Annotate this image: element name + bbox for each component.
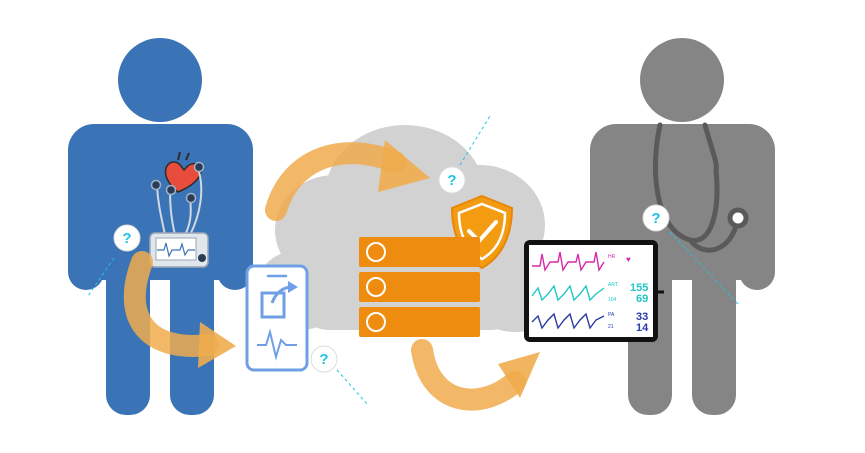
question-badge-patient[interactable]: ?	[113, 224, 141, 252]
hr-waveform	[532, 251, 605, 272]
vital-signs-monitor: HR ♥ ART 155 104 69 PA 33 21 14	[524, 240, 664, 342]
pa-value-top: 33	[636, 311, 648, 323]
arrow-patient-to-phone	[123, 251, 236, 368]
art-sub: 104	[608, 297, 617, 303]
dashed-leader-lines	[87, 115, 739, 406]
patient-figure	[68, 38, 253, 415]
arrow-server-to-monitor	[411, 339, 540, 411]
arrow-phone-to-cloud	[265, 140, 430, 221]
pa-sub: 21	[608, 324, 614, 330]
art-waveform	[531, 284, 605, 302]
stethoscope-icon	[653, 122, 749, 253]
art-value-top: 155	[630, 282, 648, 294]
question-badge-phone[interactable]: ?	[310, 345, 338, 373]
electrode-icons	[150, 161, 205, 204]
pa-waveform	[531, 312, 605, 330]
holter-monitor-device	[149, 232, 209, 268]
question-mark-text: ?	[319, 351, 328, 368]
smartphone-icon	[245, 264, 309, 372]
hr-label: HR	[608, 254, 616, 260]
hr-heart-icon: ♥	[626, 255, 631, 264]
pa-value-bottom: 14	[636, 322, 649, 334]
question-badge-cloud[interactable]: ?	[438, 166, 466, 194]
question-badge-doctor[interactable]: ?	[642, 204, 670, 232]
question-mark-text: ?	[651, 210, 660, 227]
pa-label: PA	[608, 312, 615, 318]
question-mark-text: ?	[447, 172, 456, 189]
question-mark-text: ?	[122, 230, 131, 247]
art-label: ART	[608, 282, 618, 288]
server-stack-icon	[359, 237, 480, 337]
doctor-figure	[590, 38, 775, 415]
art-value-bottom: 69	[636, 293, 648, 305]
